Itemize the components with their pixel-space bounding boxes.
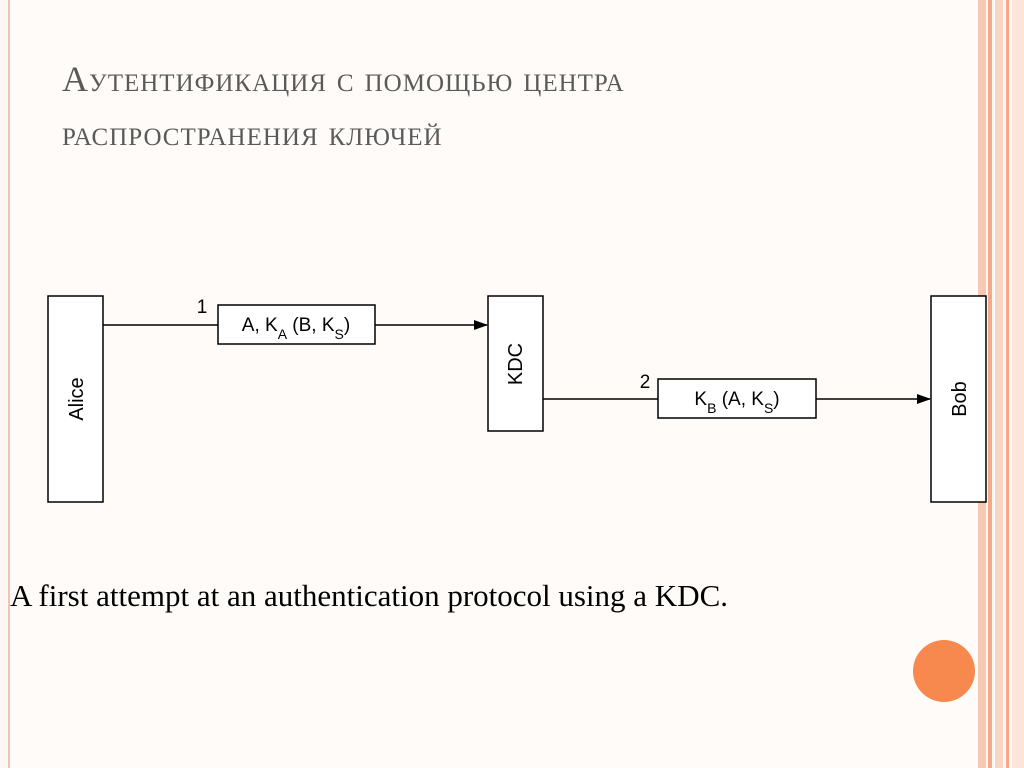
- message-2-box: [657, 378, 817, 419]
- message-1: 1 A, KA (B, KS): [103, 297, 488, 345]
- message-1-box: [217, 304, 376, 345]
- decor-stripe: [988, 0, 992, 768]
- title-line-1: Аутентификация с помощью центра: [62, 59, 625, 99]
- decorative-orange-dot: [913, 640, 975, 702]
- decor-stripe: [1006, 0, 1009, 768]
- bob-label: Bob: [949, 381, 971, 417]
- alice-node: Alice: [47, 295, 104, 503]
- message-2-number: 2: [640, 372, 651, 393]
- slide-title: Аутентификация с помощью центра распрост…: [62, 52, 922, 160]
- message-1-number: 1: [197, 297, 208, 318]
- title-line-2: распространения ключей: [62, 113, 443, 153]
- kdc-node: KDC: [487, 295, 544, 432]
- kdc-label: KDC: [505, 343, 527, 385]
- alice-label: Alice: [66, 377, 88, 420]
- diagram-caption: A first attempt at an authentication pro…: [10, 578, 729, 613]
- decor-stripe: [995, 0, 1003, 768]
- bob-node: Bob: [930, 295, 987, 503]
- decor-stripe: [1012, 0, 1024, 768]
- message-2: 2 KB (A, KS): [543, 372, 931, 419]
